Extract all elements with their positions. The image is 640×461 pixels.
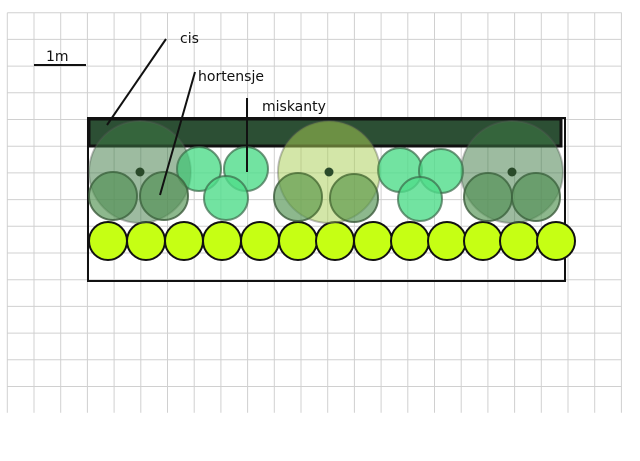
hedge-shrub xyxy=(278,221,318,261)
hortensja-plant xyxy=(511,172,561,222)
hedge-shrub xyxy=(240,221,280,261)
cis-trunk-dot xyxy=(324,167,334,177)
hortensja-plant xyxy=(88,171,138,221)
pointer-cis xyxy=(106,38,167,126)
plants xyxy=(88,120,576,261)
hedge-shrub xyxy=(353,221,393,261)
hortensja-plant xyxy=(329,173,379,223)
hedge-shrub xyxy=(88,221,128,261)
cis-trunk-dot xyxy=(507,167,517,177)
scale-label: 1m xyxy=(46,49,69,65)
cis-trunk-dot xyxy=(135,167,145,177)
hortensja-plant xyxy=(139,171,189,221)
miskanty-plant xyxy=(176,146,222,192)
miskanty-plant xyxy=(203,175,249,221)
hedge-shrub xyxy=(463,221,503,261)
label-cis: cis xyxy=(180,31,199,47)
hortensja-plant xyxy=(273,172,323,222)
miskanty-plant xyxy=(397,176,443,222)
hedge-shrub xyxy=(126,221,166,261)
label-miskanty: miskanty xyxy=(262,99,326,115)
hedge-shrub xyxy=(499,221,539,261)
pointer-hortensje xyxy=(159,71,196,196)
hedge-shrub xyxy=(202,221,242,261)
hedge-shrub xyxy=(315,221,355,261)
hedge-shrub xyxy=(536,221,576,261)
hedge-shrub xyxy=(427,221,467,261)
hedge-band xyxy=(87,117,563,148)
hedge-shrub xyxy=(390,221,430,261)
label-hortensje: hortensje xyxy=(198,69,264,85)
hedge-shrub xyxy=(164,221,204,261)
